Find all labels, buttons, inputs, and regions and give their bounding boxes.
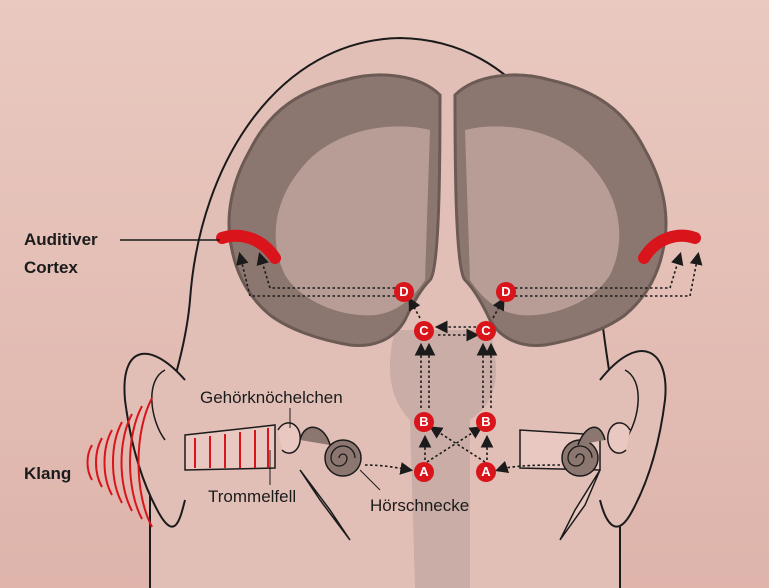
sound-label: Klang bbox=[24, 464, 71, 484]
cochlea-label: Hörschnecke bbox=[370, 496, 469, 516]
auditory-cortex-label-line2: Cortex bbox=[24, 258, 78, 278]
node-b-right: B bbox=[476, 412, 496, 432]
auditory-cortex-label-line1: Auditiver bbox=[24, 230, 98, 250]
ossicles-label: Gehörknöchelchen bbox=[200, 388, 343, 408]
node-b-left: B bbox=[414, 412, 434, 432]
node-d-right: D bbox=[496, 282, 516, 302]
node-c-right: C bbox=[476, 321, 496, 341]
node-c-left: C bbox=[414, 321, 434, 341]
eardrum-label: Trommelfell bbox=[208, 487, 296, 507]
node-a-left: A bbox=[414, 462, 434, 482]
node-d-left: D bbox=[394, 282, 414, 302]
node-a-right: A bbox=[476, 462, 496, 482]
